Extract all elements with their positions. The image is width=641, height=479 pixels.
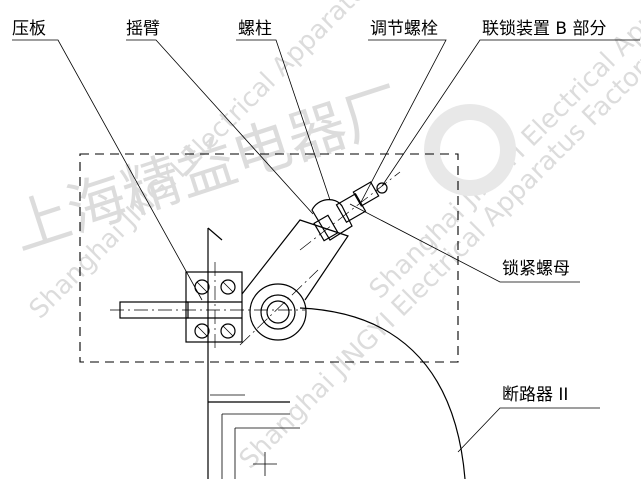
label-rocker-arm: 摇臂 [126, 19, 160, 39]
leader-lines [12, 39, 640, 453]
circuit-breaker-body [207, 227, 466, 479]
rocker-arm [239, 219, 349, 346]
label-lock-nut: 锁紧螺母 [502, 259, 570, 279]
label-circuit-breaker: 断路器 II [502, 385, 568, 405]
watermark-logo-inner [440, 120, 500, 180]
stud-and-adjusting-bolt [299, 171, 401, 251]
label-interlock-b: 联锁装置 B 部分 [482, 19, 606, 39]
watermark-cn: 上海精益电器厂 [3, 73, 410, 263]
pressure-plate [185, 262, 243, 352]
label-adjusting-bolt: 调节螺栓 [370, 19, 438, 39]
shaft [110, 301, 305, 319]
label-stud: 螺柱 [238, 19, 272, 39]
label-pressure-plate: 压板 [12, 19, 46, 39]
interlock-b-region [79, 153, 459, 363]
